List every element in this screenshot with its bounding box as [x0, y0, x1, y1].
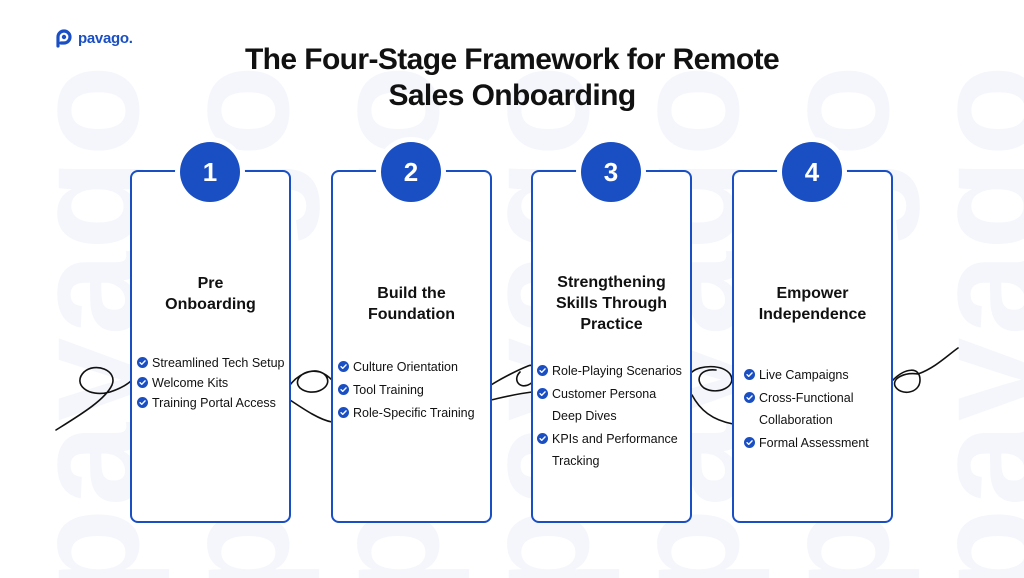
- stage-item-label: Role-Specific Training: [353, 406, 475, 420]
- stage-title-line: Foundation: [367, 306, 456, 323]
- loop-connector: [691, 365, 733, 392]
- stage-number-badge: 2: [381, 142, 441, 202]
- stage-item-label: Culture Orientation: [353, 360, 458, 374]
- stage-item-label: Role-Playing Scenarios: [552, 364, 682, 378]
- loop-connector: [691, 394, 734, 425]
- stage-title-line: Practice: [580, 316, 643, 333]
- stage-item-label: Formal Assessment: [759, 436, 869, 450]
- stage-title: Pre Onboarding: [132, 273, 289, 315]
- check-circle-icon: [137, 357, 148, 368]
- stage-title-line: Build the: [377, 285, 446, 302]
- stage-item: Formal Assessment: [744, 432, 887, 454]
- check-circle-icon: [338, 407, 349, 418]
- stage-number-badge: 1: [180, 142, 240, 202]
- title-line: The Four-Stage Framework for Remote: [244, 43, 780, 76]
- stage-title: Empower Independence: [734, 283, 891, 325]
- stage-title-line: Independence: [758, 306, 867, 323]
- brand-logo: pavago.: [54, 28, 133, 48]
- stage-item-list: Live Campaigns Cross-Functional Collabor…: [744, 364, 887, 455]
- stage-title: Strengthening Skills Through Practice: [533, 272, 690, 335]
- loop-connector: [289, 399, 333, 423]
- stage-item-label: Training Portal Access: [152, 396, 276, 410]
- loop-connector: [289, 370, 333, 393]
- stage-item-label: KPIs and Performance Tracking: [552, 432, 678, 468]
- stage-item-label: Welcome Kits: [152, 376, 229, 390]
- check-circle-icon: [744, 392, 755, 403]
- stage-item: Welcome Kits: [137, 372, 285, 391]
- check-circle-icon: [537, 433, 548, 444]
- stage-item: KPIs and Performance Tracking: [537, 428, 686, 472]
- check-circle-icon: [137, 397, 148, 408]
- stage-number-badge: 4: [782, 142, 842, 202]
- stage-card: Strengthening Skills Through Practice Ro…: [531, 170, 692, 523]
- stage-title: Build the Foundation: [333, 283, 490, 325]
- stage-item-label: Tool Training: [353, 383, 424, 397]
- stage-item: Live Campaigns: [744, 364, 887, 386]
- stage-card: Pre Onboarding Streamlined Tech Setup We…: [130, 170, 291, 523]
- stage-item: Cross-Functional Collaboration: [744, 387, 887, 431]
- loop-connector: [55, 366, 133, 431]
- stage-title-line: Onboarding: [165, 296, 256, 313]
- check-circle-icon: [338, 384, 349, 395]
- stage-title-line: Skills Through: [555, 295, 668, 312]
- loop-connector: [892, 347, 959, 393]
- loop-connector: [490, 391, 533, 401]
- check-circle-icon: [744, 437, 755, 448]
- stage-item: Customer Persona Deep Dives: [537, 383, 686, 427]
- pavago-logo-icon: [56, 29, 72, 48]
- stage-item: Training Portal Access: [137, 392, 285, 411]
- page-title: The Four-Stage Framework for Remote Sale…: [0, 42, 1024, 114]
- stage-title-line: Empower: [776, 285, 849, 302]
- stage-item: Role-Specific Training: [338, 402, 486, 424]
- stage-number-badge: 3: [581, 142, 641, 202]
- check-circle-icon: [744, 369, 755, 380]
- stage-card: Build the Foundation Culture Orientation…: [331, 170, 492, 523]
- stage-item-label: Cross-Functional Collaboration: [759, 391, 854, 427]
- stage-item-list: Role-Playing Scenarios Customer Persona …: [537, 360, 686, 473]
- brand-name: pavago.: [78, 29, 133, 47]
- stage-item: Tool Training: [338, 379, 486, 401]
- check-circle-icon: [537, 365, 548, 376]
- stage-item-label: Customer Persona Deep Dives: [552, 387, 657, 423]
- check-circle-icon: [137, 377, 148, 388]
- stage-item: Role-Playing Scenarios: [537, 360, 686, 382]
- stage-item-label: Live Campaigns: [759, 368, 849, 382]
- title-line: Sales Onboarding: [388, 79, 636, 112]
- stage-item-list: Culture Orientation Tool Training Role-S…: [338, 356, 486, 425]
- loop-connector: [490, 364, 538, 387]
- stage-title-line: Pre: [197, 275, 224, 292]
- stage-item-label: Streamlined Tech Setup: [152, 356, 285, 370]
- stage-card: Empower Independence Live Campaigns Cros…: [732, 170, 893, 523]
- stage-item: Culture Orientation: [338, 356, 486, 378]
- stage-item-list: Streamlined Tech Setup Welcome Kits Trai…: [137, 352, 285, 412]
- check-circle-icon: [338, 361, 349, 372]
- check-circle-icon: [537, 388, 548, 399]
- stage-title-line: Strengthening: [557, 274, 666, 291]
- stage-item: Streamlined Tech Setup: [137, 352, 285, 371]
